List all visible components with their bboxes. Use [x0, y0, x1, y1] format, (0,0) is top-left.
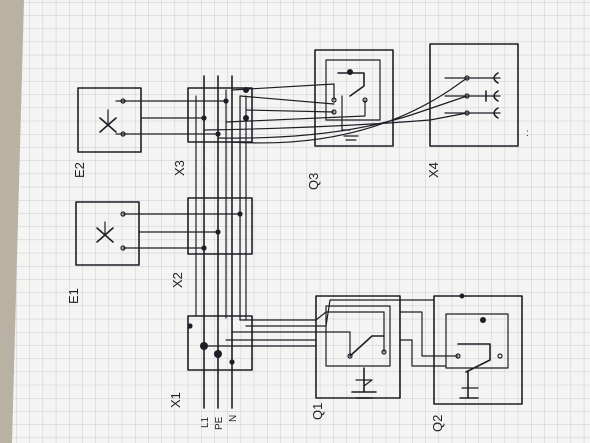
label-e1: E1: [66, 288, 81, 304]
wires-x1-to-q1-q2: [203, 299, 459, 367]
terminal-block-x3: [187, 87, 253, 143]
terminal-block-x2: [187, 197, 253, 255]
label-x1: X1: [168, 392, 183, 408]
wires-x3-to-q3-x4: [203, 77, 468, 144]
label-q3: Q3: [306, 173, 321, 190]
enclosure-e1: [75, 201, 140, 266]
wires-to-e2: [122, 100, 227, 135]
label-q1: Q1: [310, 403, 325, 420]
switch-box-q2: [433, 293, 523, 405]
label-x2: X2: [170, 272, 185, 288]
svg-text::: :: [526, 128, 529, 139]
label-x4: X4: [426, 162, 441, 178]
switch-box-q3: [314, 49, 394, 147]
switch-box-q1: [315, 295, 401, 399]
terminal-label-n: N: [228, 415, 239, 422]
label-e2: E2: [72, 162, 87, 178]
terminal-block-x1: [187, 315, 253, 371]
label-q2: Q2: [430, 415, 445, 432]
label-x3: X3: [172, 160, 187, 176]
graph-paper: [12, 0, 590, 443]
socket-box-x4: :: [429, 43, 529, 147]
wires-to-e1: [122, 213, 241, 249]
terminal-label-pe: PE: [214, 416, 225, 430]
junction-dots: [187, 87, 249, 365]
terminal-label-l1: L1: [200, 416, 211, 428]
